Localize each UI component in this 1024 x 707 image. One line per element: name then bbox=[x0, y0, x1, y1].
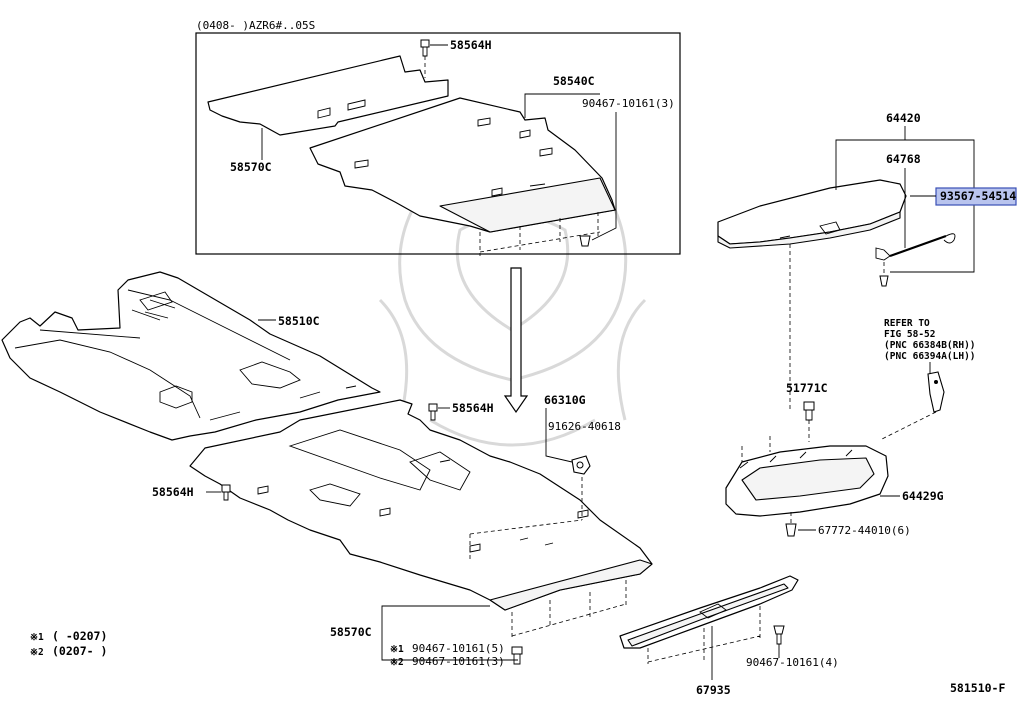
refer-line-1: REFER TO bbox=[884, 318, 930, 329]
note-1-range: ( -0207) bbox=[52, 629, 107, 643]
flow-arrow bbox=[503, 267, 529, 414]
figure-code: 581510-F bbox=[950, 681, 1005, 695]
bolt-90467-right bbox=[773, 625, 785, 645]
label-90467-c: 90467-10161(4) bbox=[746, 656, 839, 669]
inset-mat-58570c bbox=[207, 55, 449, 136]
label-91626: 91626-40618 bbox=[548, 420, 621, 433]
bolt-90467-main bbox=[511, 646, 523, 665]
clip-51771c bbox=[803, 401, 815, 421]
screw-strap bbox=[879, 275, 889, 287]
label-58564h-mid: 58564H bbox=[452, 401, 494, 415]
note-2-mark: ※2 bbox=[30, 647, 44, 658]
label-58570c-inset: 58570C bbox=[230, 160, 272, 174]
label-67772: 67772-44010(6) bbox=[818, 524, 911, 537]
inset-clip-bottom bbox=[579, 235, 591, 247]
label-67935: 67935 bbox=[696, 683, 731, 697]
note-mark-2: ※2 bbox=[390, 657, 404, 668]
strap-64768 bbox=[875, 233, 956, 261]
label-90467-b: 90467-10161(3) bbox=[412, 655, 505, 668]
highlight-93567 bbox=[935, 187, 1017, 206]
label-51771c: 51771C bbox=[786, 381, 828, 395]
inset-clip-top bbox=[420, 39, 430, 57]
bracket-66310g bbox=[571, 455, 591, 475]
label-90467-a: 90467-10161(5) bbox=[412, 642, 505, 655]
label-93567: 93567-54514 bbox=[940, 189, 1016, 203]
note-1-mark: ※1 bbox=[30, 632, 44, 643]
hook-bracket bbox=[927, 371, 945, 413]
label-58564h-top: 58564H bbox=[450, 38, 492, 52]
label-90467-inset: 90467-10161(3) bbox=[582, 97, 675, 110]
clip-58564h-left bbox=[221, 484, 231, 501]
clip-58564h-mid bbox=[428, 403, 438, 421]
floor-insulator-58510c bbox=[1, 271, 381, 441]
inset-header: (0408- )AZR6#..05S bbox=[196, 19, 315, 32]
refer-line-3: (PNC 66384B(RH)) bbox=[884, 340, 976, 351]
refer-line-2: FIG 58-52 bbox=[884, 329, 935, 340]
label-64429g: 64429G bbox=[902, 489, 944, 503]
label-58570c: 58570C bbox=[330, 625, 372, 639]
clip-67772 bbox=[785, 523, 797, 537]
label-66310g: 66310G bbox=[544, 393, 586, 407]
note-2-range: (0207- ) bbox=[52, 644, 107, 658]
label-58510c: 58510C bbox=[278, 314, 320, 328]
inset-frame bbox=[195, 32, 681, 255]
label-58564h-left: 58564H bbox=[152, 485, 194, 499]
refer-line-4: (PNC 66394A(LH)) bbox=[884, 351, 976, 362]
label-64420: 64420 bbox=[886, 111, 921, 125]
note-mark-1: ※1 bbox=[390, 644, 404, 655]
label-64768: 64768 bbox=[886, 152, 921, 166]
label-58540c: 58540C bbox=[553, 74, 595, 88]
